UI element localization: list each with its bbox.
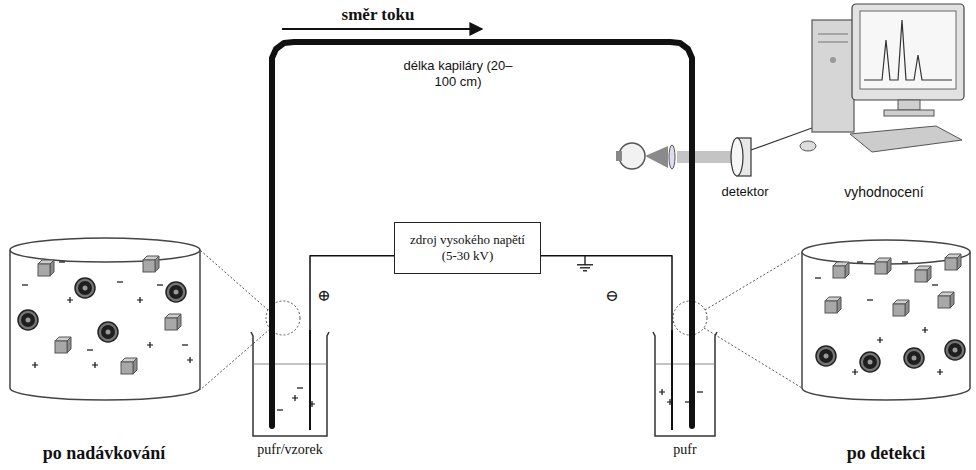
wire xyxy=(541,256,672,330)
inset-caption: po nadávkování xyxy=(43,443,166,465)
power-supply-box: zdroj vysokého napětí (5-30 kV) xyxy=(394,222,541,274)
detector-label: detektor xyxy=(722,184,769,200)
detector xyxy=(731,128,812,176)
ions xyxy=(18,254,965,410)
wire xyxy=(310,256,394,330)
capillary xyxy=(272,42,692,330)
ground-symbol xyxy=(577,256,593,271)
flow-arrow xyxy=(282,28,482,30)
cathode-sign: ⊖ xyxy=(605,286,618,305)
capillary-length: délka kapiláry (20–100 cm) xyxy=(393,58,523,89)
inset-vessel xyxy=(10,238,200,400)
buffer-sample-beaker: pufr/vzorek xyxy=(250,330,330,458)
computer xyxy=(800,4,964,152)
beaker xyxy=(652,330,718,440)
vessel-label: pufr/vzorek xyxy=(257,442,322,458)
beaker xyxy=(250,330,330,440)
inset-caption: po detekci xyxy=(847,443,926,465)
vessel-label: pufr xyxy=(673,442,696,458)
anode-sign: ⊕ xyxy=(317,286,330,305)
flow-direction: směr toku xyxy=(342,5,415,25)
box-label: zdroj vysokého napětí (5-30 kV) xyxy=(405,232,530,263)
buffer-beaker: pufr xyxy=(652,330,718,458)
inset-vessel xyxy=(802,240,970,400)
evaluation-label: vyhodnocení xyxy=(844,184,923,201)
light-source xyxy=(616,143,735,169)
